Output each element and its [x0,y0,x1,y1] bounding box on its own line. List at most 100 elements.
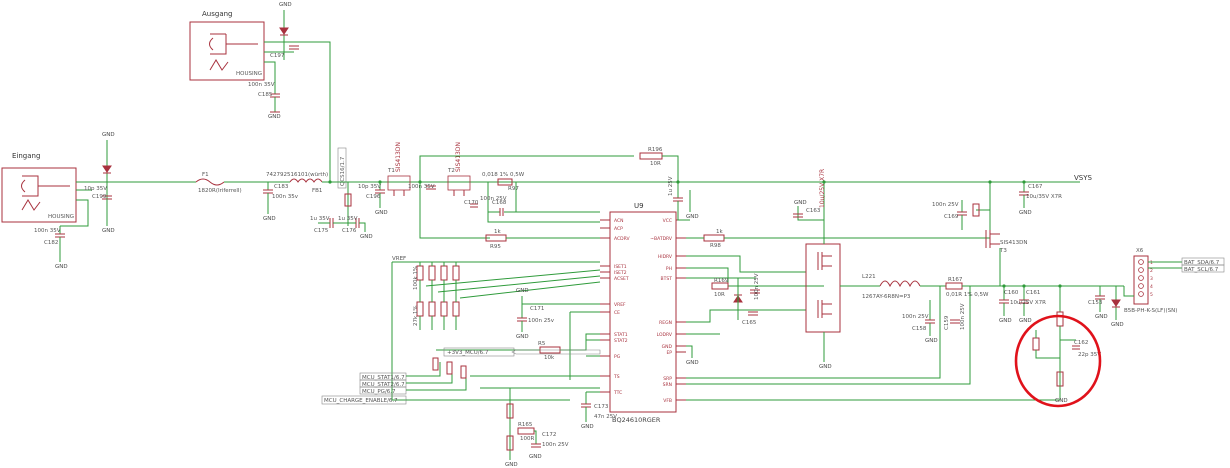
mosfet-t1: T1 SIS413DN [387,142,411,196]
x6-part: B5B-PH-K-S(LF)(SN) [1124,308,1177,314]
wire-acn [487,212,600,223]
u9-ref: U9 [634,202,644,210]
mosfet-t2: T2 SIS413DN [447,142,471,196]
x6-pin-number: 3 [1150,276,1153,282]
u9-pin-label: PH [666,266,672,272]
capacitor-c173: C173 47n 25V [581,391,617,422]
fuse-f1: F1 1820R(Iriferrell) [195,172,242,194]
x6-pin [1138,283,1144,289]
x6-pin-number: 4 [1150,284,1153,290]
u9-left-pins: ACNACPACDRVISET1ISET2ACSETVREFCESTAT1STA… [600,218,630,396]
u9-pin-label: ~BATDRV [650,236,673,242]
capacitor-c174: 1u 25V [668,176,690,221]
net-label-charge-enable: MCU_CHARGE_ENABLE/6.7 [321,395,407,405]
bat-scl-text: BAT_SCL/6.7 [1184,267,1219,273]
c159-ref: C159 [944,315,950,330]
charge-enable-text: MCU_CHARGE_ENABLE/6.7 [324,398,398,404]
resistor-r-stat-pullups [432,357,467,379]
c183-ref: C183 [274,184,289,190]
c168-ref: C168 [492,200,507,206]
gnd-label: GND [360,234,373,240]
u9-pin-label: GND [662,344,673,350]
wire-t3 [976,182,991,238]
bat-sda-text: BAT_SDA/6.7 [1184,260,1220,266]
wire-hidrv [686,255,806,273]
gnd-label: GND [819,364,832,370]
gnd-label: GND [686,214,699,220]
x6-pin [1138,275,1144,281]
capacitor-c153: C153 [1088,286,1105,312]
capacitor-c171: C171 100n 25v [517,296,600,332]
c196-value: 10p 35V [358,184,381,190]
output-connector[interactable]: Ausgang HOUSING [189,10,265,81]
resistor-r166 [972,203,980,217]
iset-divider-resistors: 100k 1%27k 1% [413,262,460,330]
capacitor-c182: 100n 35V C182 [34,226,65,262]
r165-value: 100R [520,436,534,442]
wire-srn [686,286,971,385]
ferrite-fb1: 742792516101(würth) FB1 [266,172,328,194]
r98-ref: R98 [710,243,721,249]
capacitor-c167: C167 10u/35V X7R [1019,182,1062,208]
r97-ref: R97 [508,186,519,192]
power-mosfet-stage[interactable] [805,243,841,333]
gnd-label: GND [1055,398,1068,404]
c183-value: 100n 35v [272,194,299,200]
wire-srp [686,286,941,379]
resistor-fb-left [1032,337,1040,351]
output-housing-label: HOUSING [236,71,262,77]
c175-value: 1u 35V [310,216,330,222]
gnd-label: GND [268,114,281,120]
fb1-ref: FB1 [312,188,322,194]
capacitor-c158: 100n 25V C158 [902,300,935,336]
u9-pin-label: BTST [661,276,673,282]
t2-ref: T2 [447,168,455,174]
gnd-label: GND [516,288,529,294]
output-wire-main [264,41,331,182]
u9-pin-label: ACSET [614,276,629,282]
resistor-r95: 1k R95 [485,229,507,250]
capacitor-c183: C183 100n 35v [263,182,299,214]
highlight-circle [1014,314,1102,408]
u9-pin-label: STAT1 [614,332,628,338]
x6-pin [1138,267,1144,273]
divider-resistor [428,265,436,281]
c185-ref: C185 [258,92,273,98]
stat2-text: MCU_STAT2/6.7 [362,382,405,388]
c182-value: 100n 35V [34,228,61,234]
input-connector[interactable]: Eingang HOUSING [1,152,77,223]
input-wire-3 [60,199,89,227]
capacitor-c168: 100n 25V C168 [480,196,507,216]
net-label-qcs: QCS16/1.7 [337,147,347,189]
inductor-l221: L221 1267AY-6R8N=P3 [862,274,921,300]
c172-ref: C172 [542,432,556,438]
net-label-mcu: +3V3_MCU/6.7 [443,347,601,357]
gnd-label: GND [102,132,115,138]
input-housing-label: HOUSING [48,214,74,220]
t1-ref: T1 [387,168,395,174]
u9-part: BQ24610RGER [612,416,661,424]
c177-value: 100n 25V [754,273,760,300]
capacitor-c199: 10p 35V C199 [84,186,112,226]
u9-pin-label: STAT2 [614,338,628,344]
capacitor-c176: 1u 35V C176 [338,216,366,234]
gnd-label: GND [1095,314,1108,320]
capacitor-c169: 100n 25V C169 [932,200,967,230]
u9-pin-label: ACN [614,218,624,224]
gnd-label: GND [529,454,542,460]
u9-pin-label: VCC [663,218,672,224]
r167-value: 0,01R 1% 0,5W [946,292,989,298]
resistor-r98: 1k R98 [703,229,725,249]
wire-ph [686,267,824,287]
c169-ref: C169 [944,214,959,220]
ic-u9[interactable]: U9 BQ24610RGER ACNACPACDRVISET1ISET2ACSE… [600,202,686,424]
divider-resistor [440,301,448,317]
divider-value-lower: 27k 1% [413,305,419,326]
wire-ts [470,375,600,389]
r98-value: 1k [716,229,723,235]
resistor-r165: R165 100R [517,422,535,442]
c158-ref: C158 [912,326,927,332]
c197-ref: C197 [270,53,285,59]
